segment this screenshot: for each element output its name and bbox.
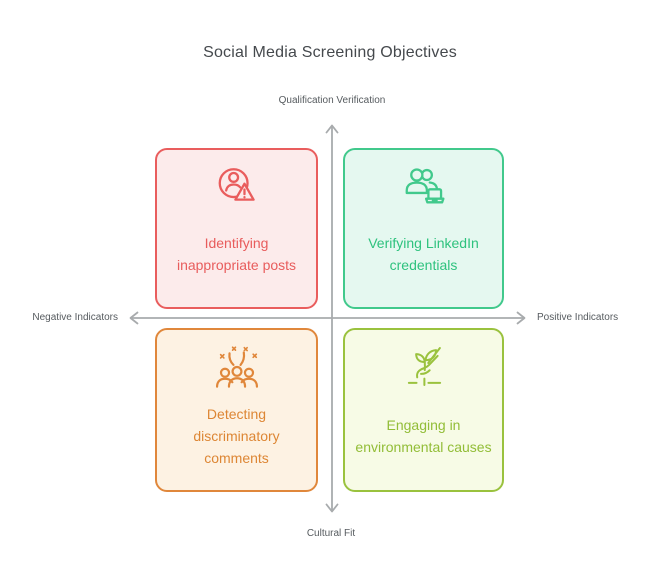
- arrow-up-icon: [325, 124, 339, 134]
- quadrant-card-top-left: Identifying inappropriate posts: [155, 148, 318, 309]
- person-warning-icon: [214, 163, 260, 211]
- quadrant-label: Verifying LinkedIn credentials: [368, 235, 479, 273]
- quadrant-label: Detecting discriminatory comments: [193, 405, 280, 466]
- arrow-down-icon: [325, 503, 339, 513]
- hand-plant-icon: [401, 343, 447, 391]
- axis-label-left: Negative Indicators: [32, 312, 118, 323]
- page-title: Social Media Screening Objectives: [203, 44, 457, 61]
- arrow-left-icon: [129, 311, 139, 325]
- axis-label-bottom: Cultural Fit: [306, 528, 356, 539]
- quadrant-card-bottom-left: Detecting discriminatory comments: [155, 328, 318, 492]
- quadrant-card-bottom-right: Engaging in environmental causes: [343, 328, 504, 492]
- axis-label-right: Positive Indicators: [537, 312, 619, 323]
- axis-label-top: Qualification Verification: [278, 95, 386, 106]
- group-celebration-icon: [214, 343, 260, 391]
- arrow-right-icon: [516, 311, 526, 325]
- quadrant-label: Engaging in environmental causes: [355, 416, 492, 455]
- quadrant-label: Identifying inappropriate posts: [176, 235, 297, 273]
- quadrant-card-top-right: Verifying LinkedIn credentials: [343, 148, 504, 309]
- people-laptop-icon: [401, 163, 447, 211]
